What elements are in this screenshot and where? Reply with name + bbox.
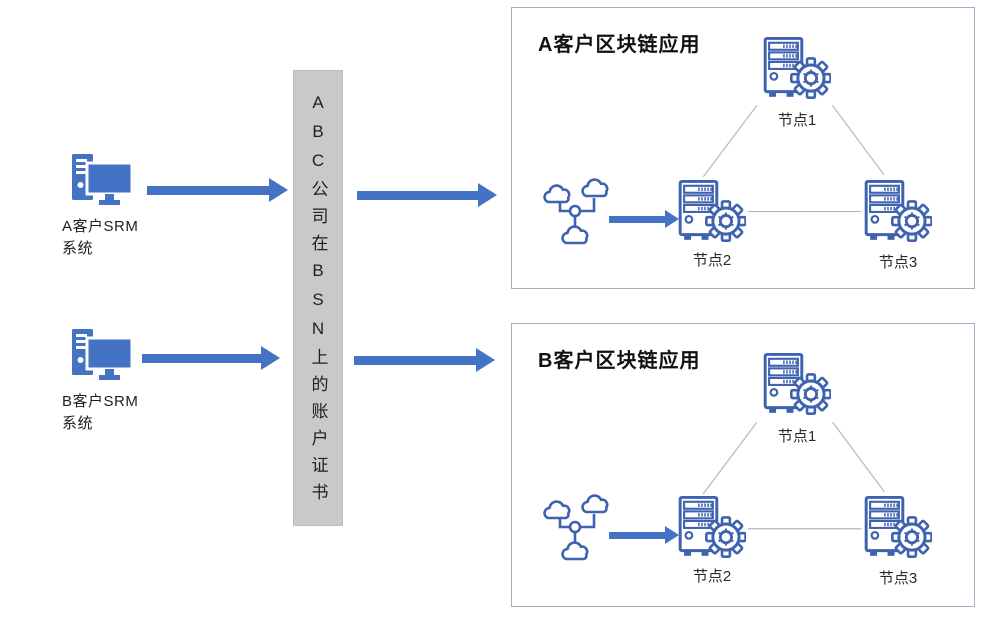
- arrow-head-icon: [478, 183, 497, 207]
- certificate-bar-text: ABC公司在BSN上的账户证书: [308, 93, 328, 510]
- node3-label: 节点3: [878, 570, 918, 587]
- arrow-system-b-to-certificate: [142, 346, 280, 370]
- arrow-head-icon: [269, 178, 288, 202]
- arrow-head-icon: [665, 210, 679, 228]
- server-gear-icon: [864, 495, 932, 560]
- app-box-b-title: B客户区块链应用: [538, 350, 701, 372]
- app-box-a: A客户区块链应用 节点1 节点2 节点3: [511, 7, 975, 289]
- bsn-account-certificate-bar: ABC公司在BSN上的账户证书: [293, 70, 343, 526]
- node2-label: 节点2: [692, 252, 732, 269]
- system-b-label-line2: 系统: [62, 415, 94, 432]
- cloud-network-icon: [542, 491, 614, 563]
- node2-label: 节点2: [692, 568, 732, 585]
- arrow-head-icon: [261, 346, 280, 370]
- arrow-shaft: [147, 185, 269, 195]
- system-a-label-line2: 系统: [62, 240, 94, 257]
- server-gear-icon: [678, 179, 746, 244]
- app-box-b: B客户区块链应用 节点1 节点2 节点3: [511, 323, 975, 607]
- server-gear-icon: [864, 179, 932, 244]
- arrow-certificate-to-app-a: [357, 183, 497, 207]
- arrow-shaft: [354, 355, 476, 365]
- arrow-cloud-to-node2: [609, 210, 679, 228]
- system-b-label: B客户SRM 系统: [62, 391, 138, 435]
- node3-label: 节点3: [878, 254, 918, 271]
- arrow-shaft: [609, 215, 665, 223]
- node1-label: 节点1: [777, 112, 817, 129]
- server-gear-icon: [678, 495, 746, 560]
- server-gear-icon: [763, 36, 831, 101]
- arrow-cloud-to-node2: [609, 526, 679, 544]
- arrow-head-icon: [665, 526, 679, 544]
- desktop-computer-icon: [72, 328, 136, 382]
- arrow-shaft: [357, 190, 478, 200]
- arrow-head-icon: [476, 348, 495, 372]
- system-a-label-line1: A客户SRM: [62, 218, 139, 235]
- app-box-a-title: A客户区块链应用: [538, 34, 701, 56]
- system-a-label: A客户SRM 系统: [62, 216, 138, 260]
- system-b-label-line1: B客户SRM: [62, 393, 139, 410]
- cloud-network-icon: [542, 175, 614, 247]
- desktop-computer-icon: [72, 153, 136, 207]
- arrow-shaft: [142, 353, 261, 363]
- server-gear-icon: [763, 352, 831, 417]
- node1-label: 节点1: [777, 428, 817, 445]
- arrow-certificate-to-app-b: [354, 348, 495, 372]
- arrow-system-a-to-certificate: [147, 178, 288, 202]
- arrow-shaft: [609, 531, 665, 539]
